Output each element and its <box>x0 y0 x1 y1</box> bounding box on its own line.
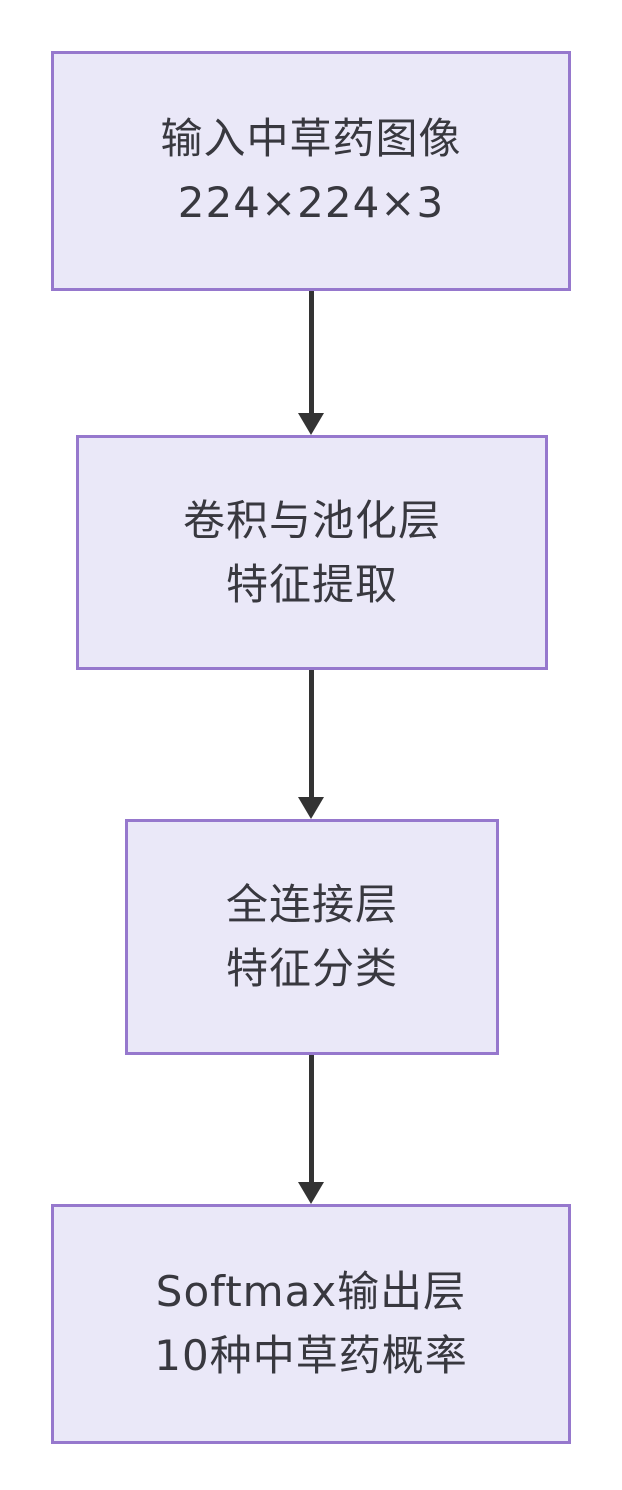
node-conv-line2: 特征提取 <box>225 559 398 609</box>
arrow-input-to-conv <box>298 291 324 435</box>
arrow-shaft <box>308 291 314 413</box>
arrow-shaft <box>308 1055 314 1182</box>
node-input-line2: 224×224×3 <box>177 178 445 227</box>
node-conv-line1: 卷积与池化层 <box>182 495 441 545</box>
arrow-shaft <box>308 670 314 797</box>
arrow-down-icon <box>298 1182 324 1204</box>
node-softmax-line2: 10种中草药概率 <box>154 1331 468 1380</box>
node-fc-line1: 全连接层 <box>225 880 398 930</box>
arrow-conv-to-fc <box>298 670 324 819</box>
flow-node-fully-connected: 全连接层 特征分类 <box>125 819 499 1055</box>
flow-node-input: 输入中草药图像 224×224×3 <box>51 51 571 291</box>
node-fc-line2: 特征分类 <box>225 944 398 993</box>
arrow-fc-to-softmax <box>298 1055 324 1204</box>
node-input-line1: 输入中草药图像 <box>160 114 462 164</box>
arrow-down-icon <box>298 797 324 819</box>
flow-node-softmax-output: Softmax输出层 10种中草药概率 <box>51 1204 571 1444</box>
arrow-down-icon <box>298 413 324 435</box>
flow-node-conv-pool: 卷积与池化层 特征提取 <box>76 435 548 670</box>
node-softmax-line1: Softmax输出层 <box>155 1267 467 1317</box>
